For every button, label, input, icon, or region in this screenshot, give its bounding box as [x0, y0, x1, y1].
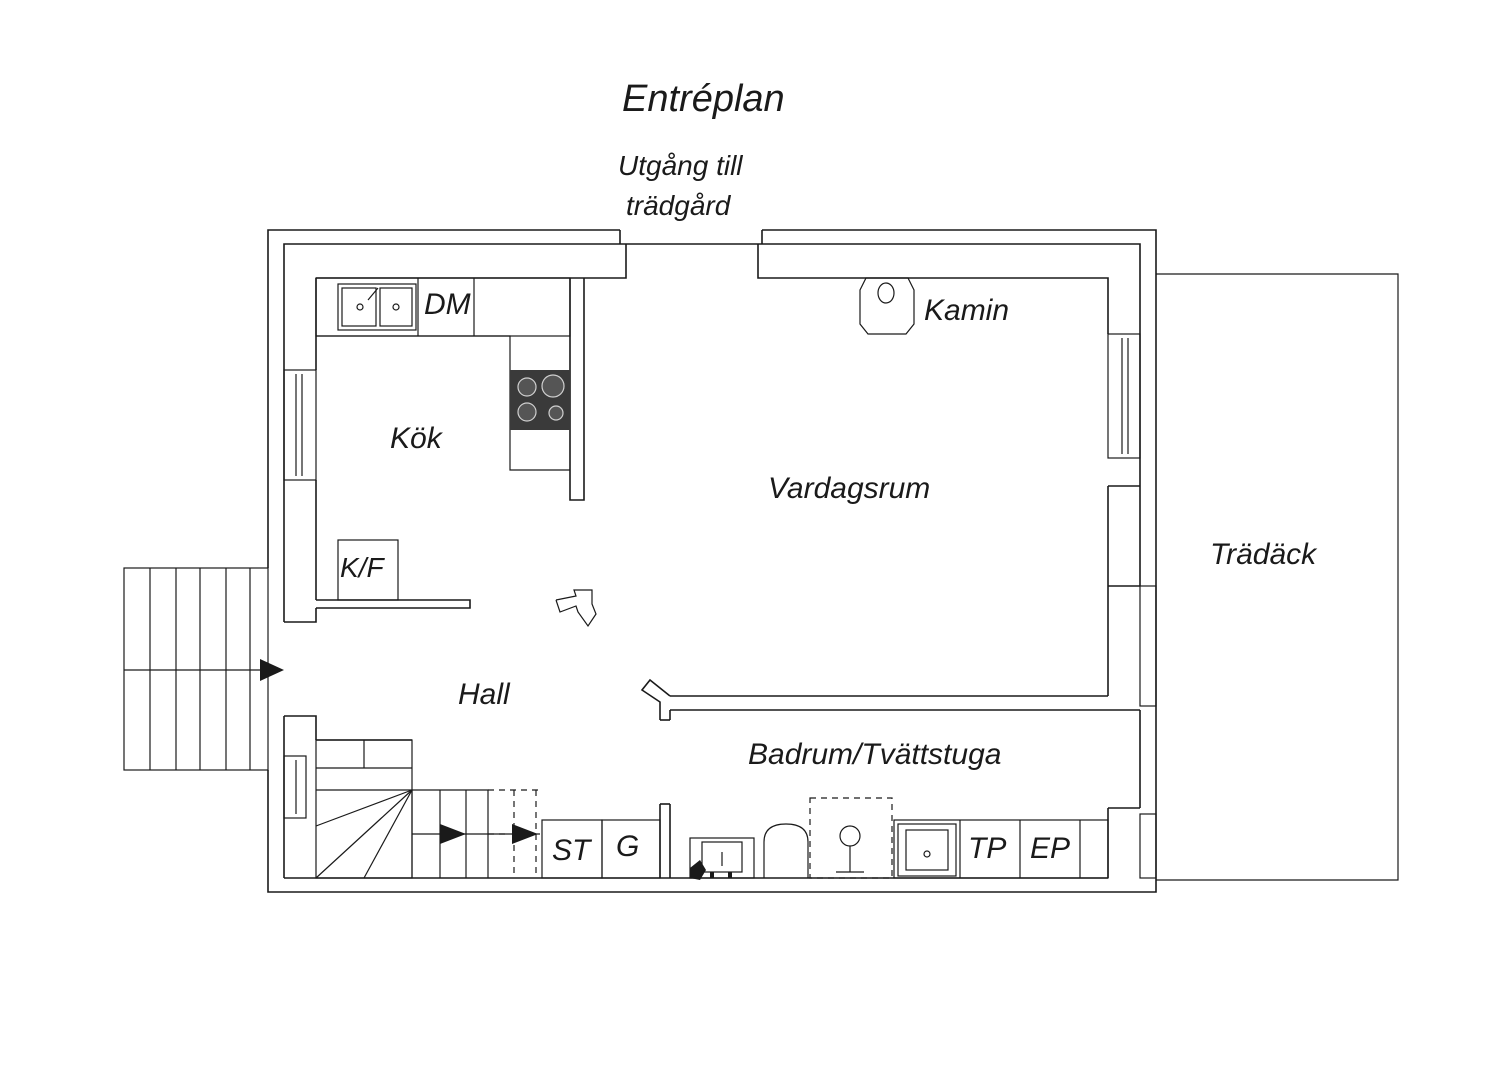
- entrance-stairs: [123, 567, 284, 771]
- fixture-label-fridge-freezer: K/F: [340, 552, 384, 583]
- fixture-label-washer: EP: [1030, 832, 1071, 865]
- fixture-label-wardrobe: G: [616, 830, 640, 863]
- room-label-bathroom: Badrum/Tvättstuga: [748, 738, 1002, 771]
- outer-walls: [267, 229, 1157, 893]
- windows: [283, 333, 1157, 879]
- room-label-deck: Trädäck: [1210, 538, 1317, 571]
- plan-title: Entréplan: [622, 78, 785, 120]
- room-label-kitchen: Kök: [390, 422, 442, 455]
- fixture-label-dishwasher: DM: [424, 288, 471, 321]
- fireplace-icon: [859, 277, 915, 335]
- orientation-marker-icon: [555, 589, 597, 628]
- room-label-hall: Hall: [458, 678, 510, 711]
- fixture-label-storage: ST: [552, 834, 591, 867]
- garden-exit-label-line2: trädgård: [626, 190, 731, 221]
- wooden-deck: [1156, 273, 1399, 881]
- stove-icon: [510, 370, 570, 430]
- fixture-label-dryer: TP: [968, 832, 1007, 865]
- storage-cabinets: [541, 819, 661, 879]
- garden-exit-label-line1: Utgång till: [618, 150, 743, 181]
- room-label-living-room: Vardagsrum: [768, 472, 931, 505]
- fixture-label-fireplace: Kamin: [924, 294, 1010, 327]
- bathroom-fixtures: [689, 797, 1109, 880]
- fridge-freezer: [337, 539, 399, 601]
- internal-staircase: [315, 739, 540, 879]
